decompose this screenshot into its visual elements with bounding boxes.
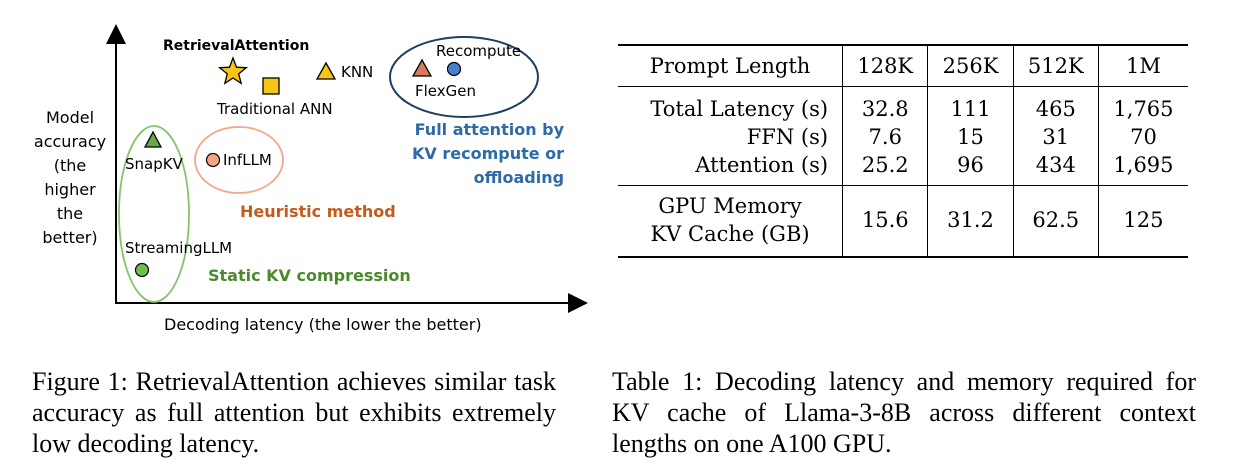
label-traditional-ann: Traditional ANN (217, 100, 333, 118)
infllm-circle (205, 152, 221, 168)
table-cell: 1,765 (1097, 86, 1188, 123)
table-cell: 1,695 (1097, 151, 1188, 186)
table-cell: 32.8 (842, 86, 928, 123)
table-cell: 7.6 (842, 123, 928, 151)
retrieval-attention-star (217, 56, 249, 85)
category-heuristic: Heuristic method (240, 202, 396, 221)
header-512k: 512K (1012, 44, 1099, 87)
flexgen-triangle (411, 58, 433, 77)
table-1: Prompt Length 128K 256K 512K 1M Total La… (618, 44, 1188, 258)
full-attention-ellipse (389, 36, 539, 118)
label-infllm: InfLLM (223, 151, 272, 169)
table-header-row: Prompt Length 128K 256K 512K 1M (618, 44, 1188, 87)
snapkv-triangle (143, 130, 163, 148)
row-label-memory: GPU Memory KV Cache (GB) (618, 185, 843, 258)
table-cell: 25.2 (842, 151, 928, 186)
table-row: Total Latency (s) 32.8 111 465 1,765 (618, 86, 1188, 123)
label-flexgen: FlexGen (415, 82, 476, 100)
table-cell: 125 (1097, 185, 1188, 258)
table-caption: Table 1: Decoding latency and memory req… (612, 367, 1196, 458)
x-axis-label: Decoding latency (the lower the better) (164, 315, 482, 334)
header-prompt-length: Prompt Length (618, 44, 843, 87)
category-full-attention: Full attention by KV recompute or offloa… (412, 120, 565, 187)
figure-1: Model accuracy (the higher the better) D… (30, 20, 590, 340)
table-cell: 465 (1012, 86, 1099, 123)
y-axis-label: Model accuracy (the higher the better) (33, 108, 107, 247)
figure-canvas (106, 24, 588, 313)
recompute-circle (446, 61, 462, 77)
table-cell: 70 (1097, 123, 1188, 151)
label-retrieval-attention: RetrievalAttention (163, 38, 310, 54)
heuristic-ellipse (194, 126, 284, 194)
row-label: FFN (s) (746, 125, 829, 149)
table-cell: 15 (927, 123, 1014, 151)
table-row: FFN (s) 7.6 15 31 70 (618, 123, 1188, 151)
table-cell: 31 (1012, 123, 1099, 151)
table-cell: 96 (927, 151, 1014, 186)
table-row-memory: GPU Memory KV Cache (GB) 15.6 31.2 62.5 … (618, 185, 1188, 258)
label-streamingllm: StreamingLLM (125, 239, 233, 257)
header-256k: 256K (927, 44, 1014, 87)
latency-memory-table: Prompt Length 128K 256K 512K 1M Total La… (618, 44, 1188, 258)
table-cell: 111 (927, 86, 1014, 123)
static-kv-ellipse (118, 125, 190, 303)
traditional-ann-square (262, 77, 280, 95)
label-recompute: Recompute (436, 42, 522, 60)
label-snapkv: SnapKV (125, 155, 183, 173)
table-cell: 15.6 (842, 185, 928, 258)
table-cell: 434 (1012, 151, 1099, 186)
streamingllm-circle (134, 262, 150, 278)
label-knn: KNN (341, 63, 374, 81)
table-row: Attention (s) 25.2 96 434 1,695 (618, 151, 1188, 186)
header-1m: 1M (1097, 44, 1188, 87)
figure-caption: Figure 1: RetrievalAttention achieves si… (32, 367, 556, 458)
row-label: Attention (s) (695, 153, 829, 177)
table-cell: 62.5 (1012, 185, 1099, 258)
category-static-kv: Static KV compression (208, 266, 411, 285)
row-label: Total Latency (s) (618, 86, 843, 123)
table-cell: 31.2 (927, 185, 1014, 258)
knn-triangle (315, 61, 337, 80)
header-128k: 128K (842, 44, 928, 87)
